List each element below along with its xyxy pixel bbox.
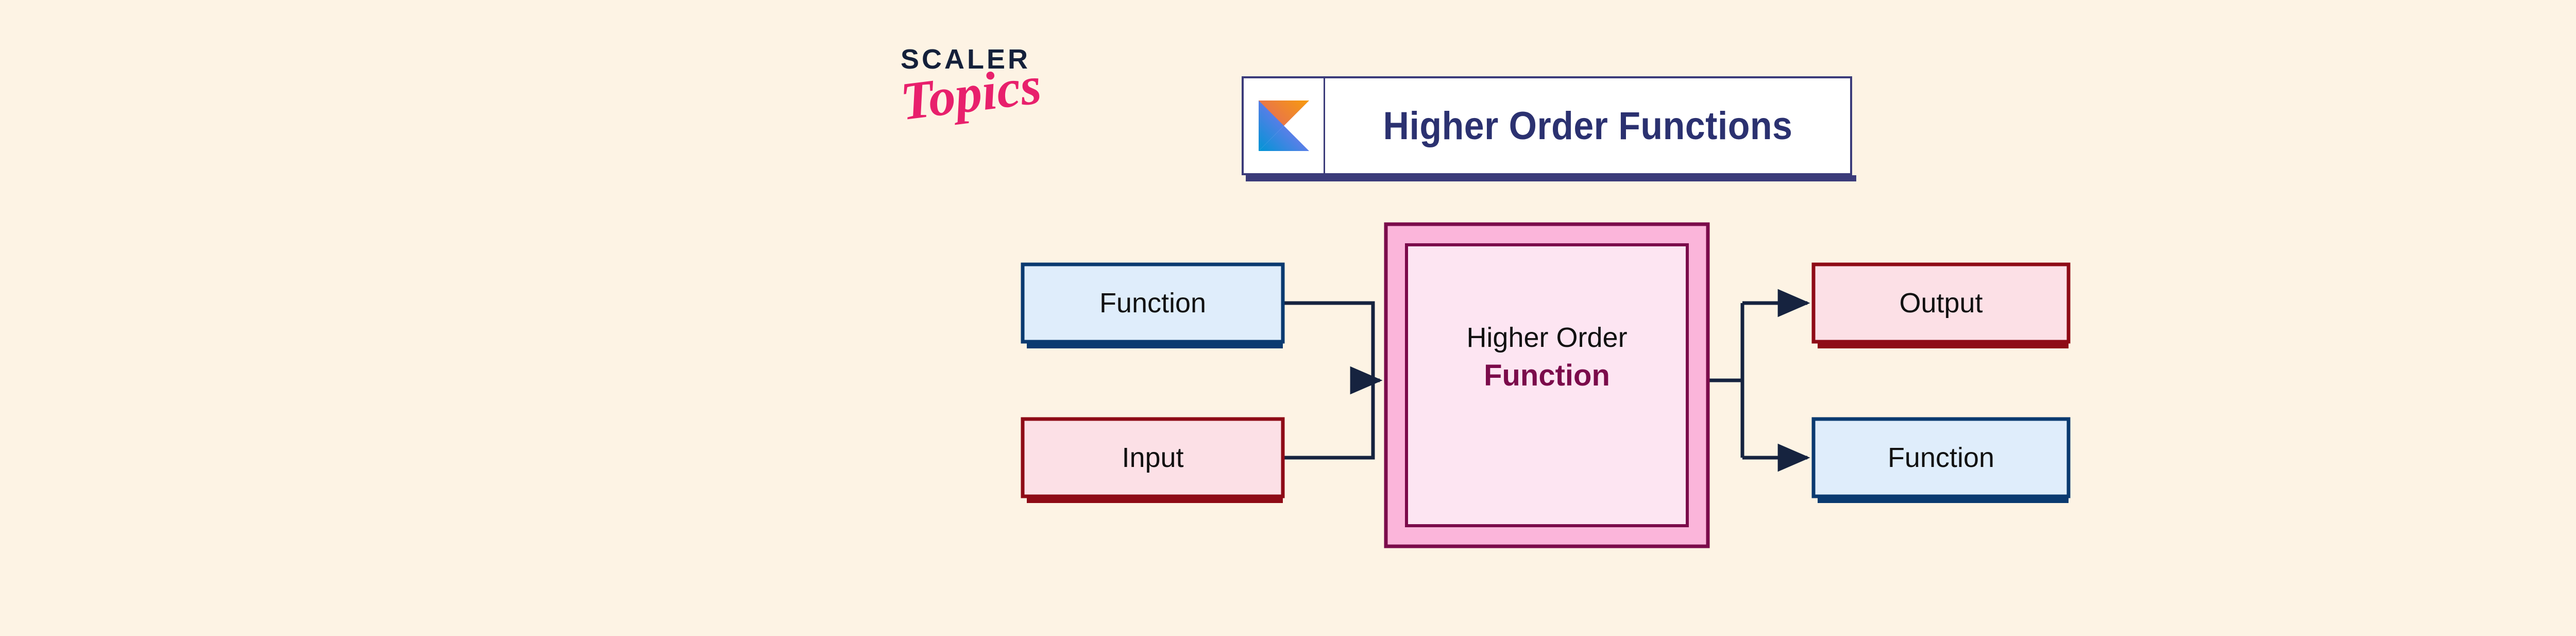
brand-scaler-text: SCALER: [901, 44, 1031, 75]
scaler-topics-logo: SCALER Topics: [897, 44, 1044, 154]
header-logo-cell: [1244, 78, 1325, 173]
node-output-value[interactable]: [1811, 262, 2071, 348]
header-card-shadow: [1246, 175, 1856, 181]
header-title-cell: Higher Order Functions: [1325, 78, 1850, 173]
node-input-value[interactable]: [1021, 417, 1285, 503]
page-title: Higher Order Functions: [1383, 104, 1792, 148]
edge-inputs-to-hof: [1284, 301, 1383, 460]
kotlin-logo-icon: [1258, 101, 1309, 151]
node-output-function[interactable]: [1811, 417, 2071, 503]
edge-hof-to-outputs: [1709, 289, 1810, 472]
node-input-function[interactable]: [1021, 262, 1285, 348]
header-card: Higher Order Functions: [1242, 76, 1852, 175]
node-higher-order-function[interactable]: [1384, 222, 1710, 548]
